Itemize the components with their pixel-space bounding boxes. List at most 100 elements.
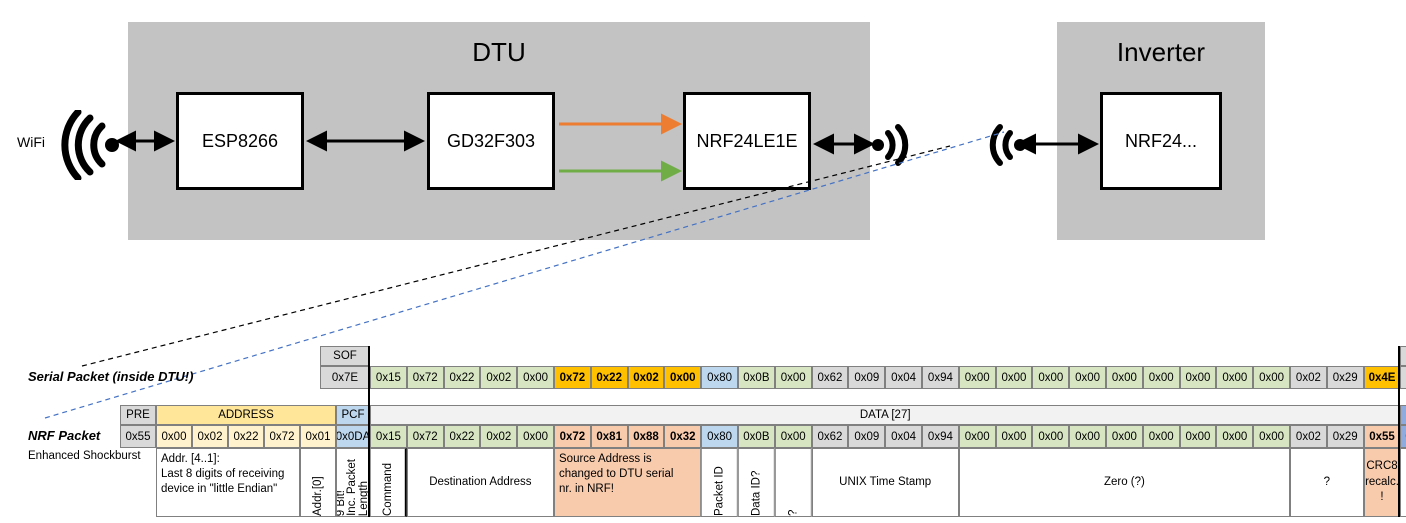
nrf-address-byte-1: 0x02 — [192, 425, 228, 448]
serial-eof-value: 0x7F — [1400, 366, 1406, 389]
serial-byte-15: 0x94 — [922, 366, 959, 389]
nrf-byte-10: 0x0B — [738, 425, 775, 448]
nrf-byte-9: 0x80 — [701, 425, 738, 448]
desc-destination-address: Destination Address — [406, 448, 554, 517]
nrf-byte-20: 0x00 — [1106, 425, 1143, 448]
nrf-crc-header: NRF CRC — [1400, 405, 1406, 425]
wifi-label: WiFi — [17, 134, 45, 150]
serial-byte-16: 0x00 — [958, 366, 996, 389]
nrf-address-header: ADDRESS — [156, 405, 336, 425]
nrf-byte-26: 0x29 — [1326, 425, 1364, 448]
nrf-byte-16: 0x00 — [958, 425, 996, 448]
nrf-packet-label: NRF Packet — [28, 428, 101, 443]
nrf-byte-21: 0x00 — [1142, 425, 1180, 448]
serial-byte-11: 0x00 — [774, 366, 812, 389]
desc-data-id: Data ID? — [738, 448, 775, 517]
serial-byte-27: 0x4E — [1363, 366, 1401, 389]
serial-byte-6: 0x22 — [590, 366, 628, 389]
serial-byte-4: 0x00 — [517, 366, 554, 389]
serial-byte-1: 0x72 — [406, 366, 444, 389]
nrf-pcf-value: 0x0DA — [336, 425, 370, 448]
connection-arrows — [115, 113, 1099, 182]
desc-unknown-2: ? — [1290, 448, 1364, 517]
desc-unknown-1: ? — [774, 448, 812, 517]
nrf-pre-header: PRE — [120, 405, 156, 425]
nrf-byte-5: 0x72 — [554, 425, 591, 448]
nrf-byte-3: 0x02 — [480, 425, 518, 448]
inverter-enclosure: Inverter — [1057, 22, 1265, 240]
nrf-byte-7: 0x88 — [627, 425, 665, 448]
inverter-title: Inverter — [1116, 37, 1206, 67]
nrf-crc-byte-0: 0x.. — [1400, 425, 1406, 448]
serial-byte-17: 0x00 — [995, 366, 1033, 389]
serial-byte-25: 0x02 — [1290, 366, 1327, 389]
nrf-address-byte-2: 0x22 — [228, 425, 264, 448]
nrf-byte-11: 0x00 — [774, 425, 812, 448]
nrf-byte-12: 0x62 — [811, 425, 849, 448]
nrf-byte-1: 0x72 — [406, 425, 444, 448]
nrf-byte-25: 0x02 — [1290, 425, 1327, 448]
serial-byte-19: 0x00 — [1069, 366, 1106, 389]
serial-byte-21: 0x00 — [1142, 366, 1180, 389]
serial-byte-8: 0x00 — [664, 366, 702, 389]
desc-unix-timestamp: UNIX Time Stamp — [811, 448, 959, 517]
dtu-title: DTU — [472, 37, 526, 67]
serial-byte-14: 0x04 — [885, 366, 922, 389]
serial-byte-26: 0x29 — [1326, 366, 1364, 389]
nrf-byte-27: 0x55 — [1363, 425, 1401, 448]
nrf-address-byte-3: 0x72 — [264, 425, 300, 448]
chip-inverter-nrf24-label: NRF24... — [1124, 130, 1198, 151]
nrf-byte-15: 0x94 — [922, 425, 959, 448]
nrf-byte-8: 0x32 — [664, 425, 702, 448]
nrf-byte-13: 0x09 — [848, 425, 886, 448]
serial-sof-header: SOF — [320, 346, 370, 366]
desc-command: Command — [370, 448, 407, 517]
serial-byte-10: 0x0B — [738, 366, 775, 389]
nrf-byte-2: 0x22 — [443, 425, 481, 448]
nrf-byte-0: 0x15 — [370, 425, 407, 448]
serial-byte-13: 0x09 — [848, 366, 886, 389]
desc-address: Addr. [4..1]:Last 8 digits of receiving … — [156, 448, 300, 517]
serial-byte-7: 0x02 — [627, 366, 665, 389]
nrf-byte-14: 0x04 — [885, 425, 922, 448]
desc-zero: Zero (?) — [958, 448, 1290, 517]
nrf-byte-22: 0x00 — [1179, 425, 1217, 448]
desc-nrf-crc-note: Generatedautomatically.Dont Care! — [1400, 448, 1406, 517]
serial-byte-2: 0x22 — [443, 366, 481, 389]
nrf-byte-19: 0x00 — [1069, 425, 1106, 448]
nrf-packet-sublabel: Enhanced Shockburst — [28, 450, 141, 462]
serial-byte-0: 0x15 — [370, 366, 407, 389]
serial-byte-3: 0x02 — [480, 366, 518, 389]
boundary-data-end — [1398, 346, 1401, 517]
serial-byte-24: 0x00 — [1253, 366, 1290, 389]
nrf-byte-17: 0x00 — [995, 425, 1033, 448]
serial-byte-18: 0x00 — [1032, 366, 1070, 389]
nrf-pre-value: 0x55 — [120, 425, 156, 448]
nrf-data-header: DATA [27] — [370, 405, 1401, 425]
serial-sof-value: 0x7E — [320, 366, 370, 389]
nrf-byte-24: 0x00 — [1253, 425, 1290, 448]
nrf-address-byte-0: 0x00 — [156, 425, 192, 448]
nrf-byte-23: 0x00 — [1216, 425, 1254, 448]
serial-byte-12: 0x62 — [811, 366, 849, 389]
serial-byte-23: 0x00 — [1216, 366, 1254, 389]
chip-inverter-nrf24: NRF24... — [1100, 92, 1222, 190]
serial-byte-9: 0x80 — [701, 366, 738, 389]
serial-byte-5: 0x72 — [554, 366, 591, 389]
desc-addr0: Addr.[0] — [300, 448, 336, 517]
nrf-byte-18: 0x00 — [1032, 425, 1070, 448]
serial-byte-22: 0x00 — [1179, 366, 1217, 389]
serial-eof-header: EOF — [1400, 346, 1406, 366]
serial-byte-20: 0x00 — [1106, 366, 1143, 389]
nrf-byte-6: 0x81 — [590, 425, 628, 448]
nrf-address-byte-4: 0x01 — [300, 425, 336, 448]
desc-packet-id: Packet ID — [701, 448, 738, 517]
nrf-byte-4: 0x00 — [517, 425, 554, 448]
boundary-data-start — [368, 346, 370, 517]
nrf-pcf-header: PCF — [336, 405, 370, 425]
block-diagram: DTU Inverter WiFi ESP8266 GD32F303 NRF24… — [17, 22, 1265, 240]
